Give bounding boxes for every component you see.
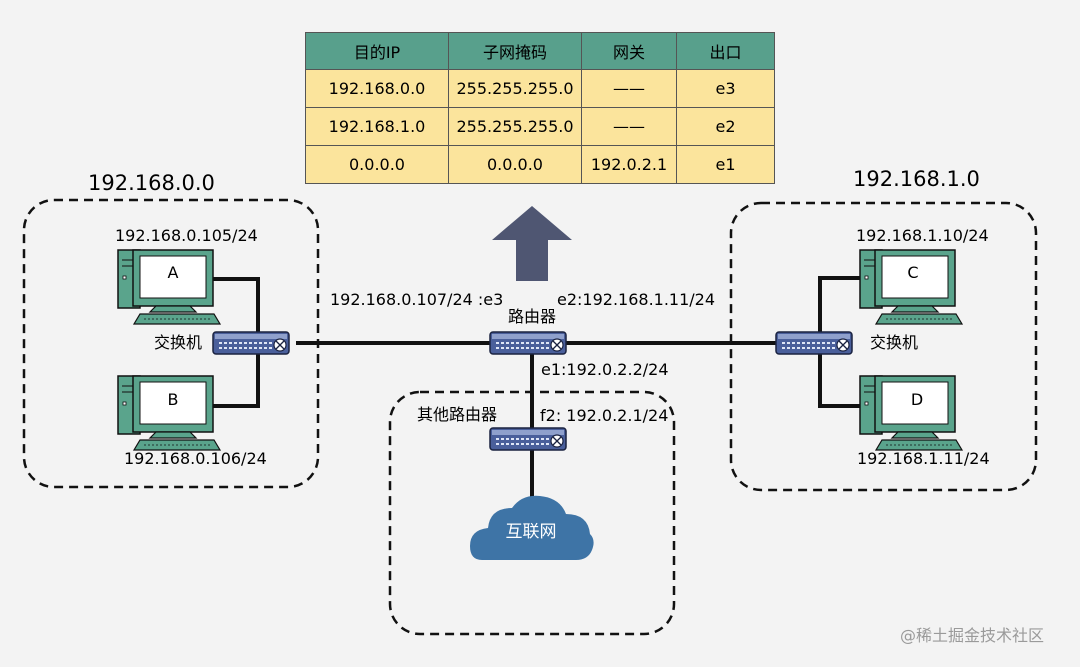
router-e3-label: 192.168.0.107/24 :e3 [330, 290, 504, 309]
computer-icon [117, 249, 221, 325]
table-header-cell: 子网掩码 [448, 32, 582, 70]
table-cell: e3 [676, 69, 775, 108]
host-a-name: A [167, 263, 179, 282]
computer-icon [117, 375, 221, 451]
router-e1-label: e1:192.0.2.2/24 [541, 360, 669, 379]
cable-switch-d [818, 354, 865, 408]
table-cell: e2 [676, 107, 775, 146]
router-icon [489, 331, 567, 355]
table-cell: —— [581, 69, 677, 108]
cables [212, 276, 865, 500]
table-row: 0.0.0.0 0.0.0.0 192.0.2.1 e1 [305, 145, 775, 184]
host-c-ip: 192.168.1.10/24 [856, 226, 989, 245]
cloud-icon [470, 495, 594, 560]
table-cell: 255.255.255.0 [448, 107, 582, 146]
table-cell: 192.168.1.0 [305, 107, 449, 146]
left-switch-label: 交换机 [154, 333, 203, 352]
left-subnet-label: 192.168.0.0 [88, 171, 215, 195]
table-header-cell: 目的IP [305, 32, 449, 70]
watermark: @稀土掘金技术社区 [900, 626, 1045, 645]
table-cell: 255.255.255.0 [448, 69, 582, 108]
internet-label: 互联网 [505, 522, 557, 542]
switch-icon [212, 331, 290, 355]
right-subnet-label: 192.168.1.0 [853, 167, 980, 191]
right-network-region [729, 201, 1038, 492]
table-cell: 192.168.0.0 [305, 69, 449, 108]
right-switch-label: 交换机 [870, 333, 919, 352]
host-d-ip: 192.168.1.11/24 [857, 449, 990, 468]
host-a-ip: 192.168.0.105/24 [115, 226, 258, 245]
host-b-ip: 192.168.0.106/24 [124, 449, 267, 468]
table-cell: e1 [676, 145, 775, 184]
table-header-cell: 出口 [676, 32, 775, 70]
switch-icon [775, 331, 853, 355]
cable-b-switch [212, 354, 260, 408]
computer-icon [859, 375, 963, 451]
cable-a-switch [212, 277, 260, 332]
router-label: 路由器 [507, 307, 557, 326]
table-header-cell: 网关 [581, 32, 677, 70]
table-row: 192.168.1.0 255.255.255.0 —— e2 [305, 107, 775, 146]
routing-table: 目的IP 子网掩码 网关 出口 192.168.0.0 255.255.255.… [305, 32, 775, 184]
cable-switch-c [818, 276, 865, 332]
arrow-up-icon [492, 206, 572, 281]
other-router-label: 其他路由器 [417, 405, 498, 424]
table-cell: 0.0.0.0 [305, 145, 449, 184]
computer-icon [859, 249, 963, 325]
other-router-f2-label: f2: 192.0.2.1/24 [540, 406, 669, 425]
host-c-name: C [907, 263, 919, 282]
table-cell: 0.0.0.0 [448, 145, 582, 184]
host-b-name: B [167, 390, 179, 409]
router-icon [489, 427, 567, 451]
host-d-name: D [910, 390, 924, 409]
router-e2-label: e2:192.168.1.11/24 [557, 290, 716, 309]
table-cell: —— [581, 107, 677, 146]
table-row: 192.168.0.0 255.255.255.0 —— e3 [305, 69, 775, 108]
table-header-row: 目的IP 子网掩码 网关 出口 [305, 32, 775, 70]
table-cell: 192.0.2.1 [581, 145, 677, 184]
